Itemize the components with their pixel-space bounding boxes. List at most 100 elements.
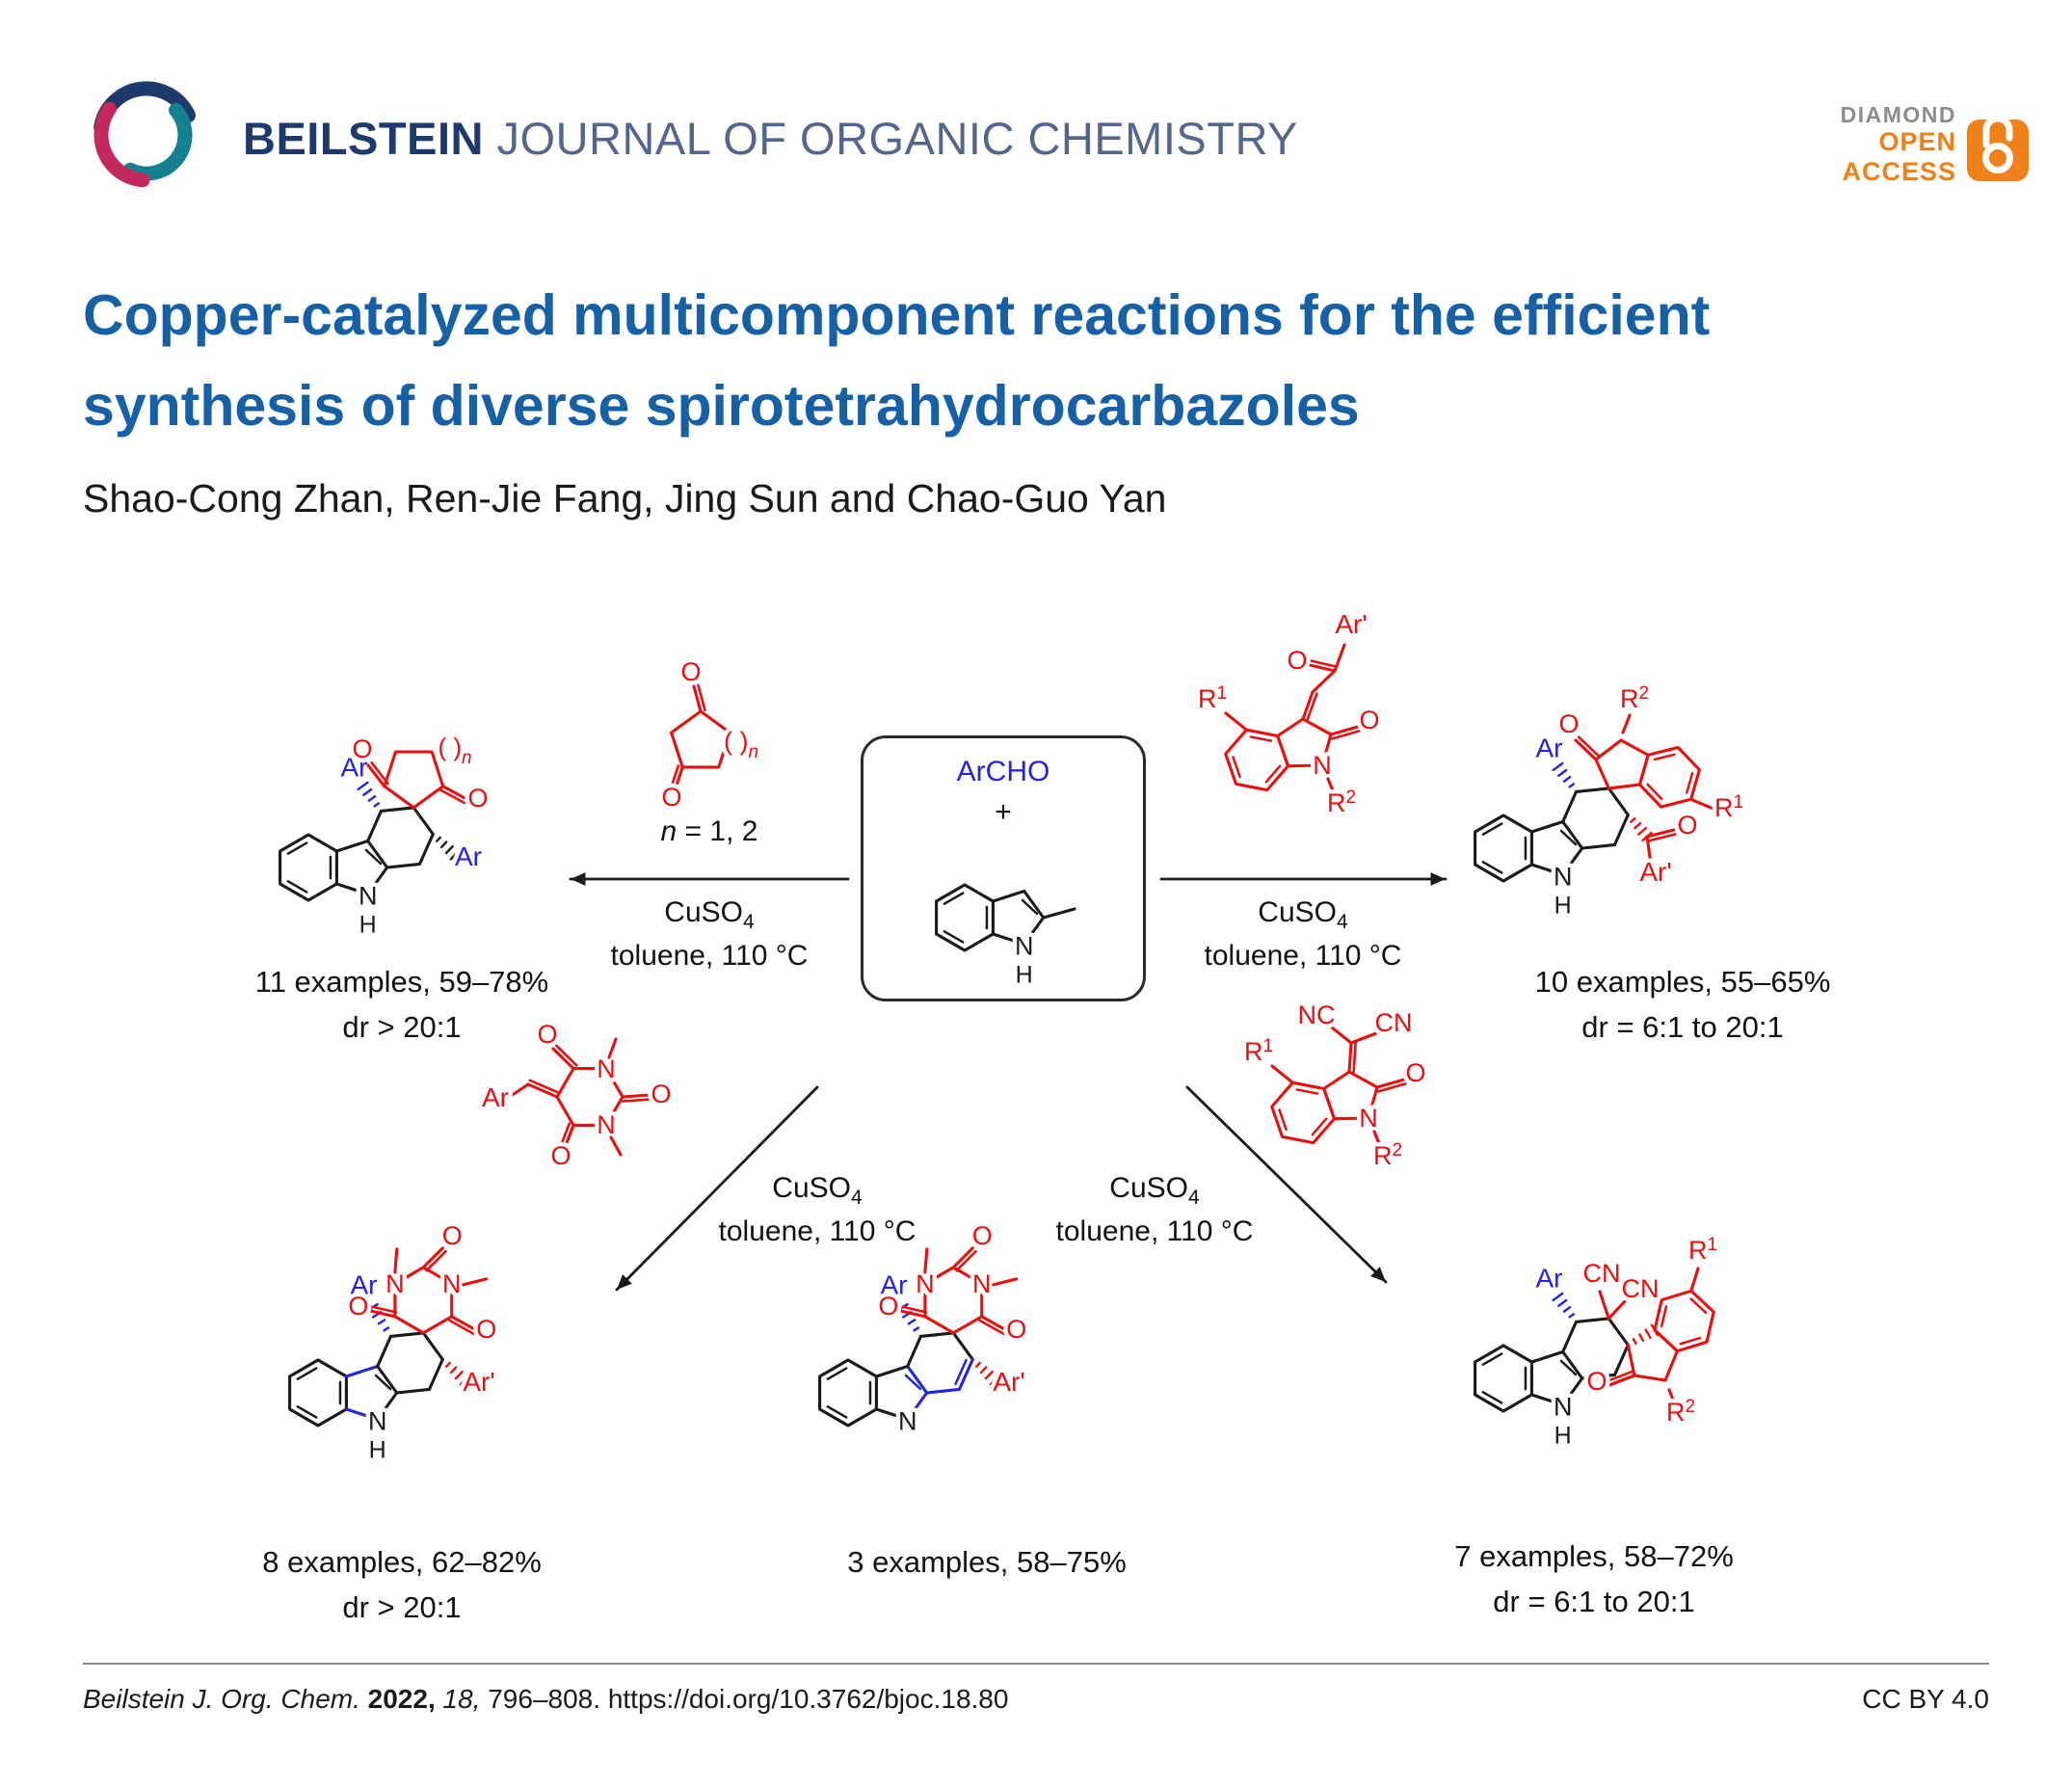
r2-label: R2 <box>1373 1140 1402 1170</box>
r1-label: R1 <box>1244 1036 1273 1066</box>
oxygen-label: O <box>1558 709 1579 738</box>
ring-nitrogen: N <box>1554 1393 1573 1422</box>
caption-right-product: 10 examples, 55–65% dr = 6:1 to 20:1 <box>1535 960 1831 1050</box>
r2-label: R2 <box>1666 1397 1695 1427</box>
oxygen-label: O <box>1359 706 1379 734</box>
oxygen-label: O <box>680 657 701 686</box>
ring-nitrogen: N <box>1554 863 1573 892</box>
solvent-label: toluene, 110 °C <box>1055 1215 1254 1248</box>
ring-size-label: ( )n <box>724 727 758 762</box>
r2-label: R2 <box>1620 683 1649 713</box>
oxygen-label: O <box>1677 811 1697 840</box>
r2-label: R2 <box>1327 787 1356 817</box>
catalyst-label: CuSO4 <box>1109 1172 1200 1209</box>
oxygen-label: O <box>1006 1315 1026 1344</box>
caption-left-product: 11 examples, 59–78% dr > 20:1 <box>255 960 548 1050</box>
open-access-icon <box>1967 115 2029 181</box>
oxygen-label: O <box>1359 706 1379 734</box>
reactant-box <box>861 735 1146 1001</box>
reaction-arrow <box>615 1085 819 1292</box>
r1-label: R1 <box>1714 792 1743 822</box>
ring-size-label: ( )n <box>438 733 471 768</box>
nh-hydrogen: H <box>369 1437 386 1464</box>
ar-prime-label: Ar' <box>1335 609 1367 639</box>
ring-nitrogen: N <box>597 1110 616 1139</box>
ring-nitrogen: N <box>597 1110 616 1139</box>
n-values: = 1, 2 <box>677 815 758 847</box>
ar-prime-label: Ar' <box>463 1367 494 1397</box>
ar-label: Ar <box>455 841 482 871</box>
citation-volume: 18, <box>442 1684 481 1714</box>
oxygen-label: O <box>537 1020 557 1049</box>
ar-label: Ar <box>1536 1263 1563 1293</box>
ar-prime-label: Ar' <box>463 1367 494 1397</box>
nh-hydrogen: H <box>359 912 377 939</box>
ring-nitrogen: N <box>368 1407 387 1436</box>
oxygen-label: O <box>1586 1367 1607 1396</box>
ring-nitrogen: N <box>442 1269 462 1298</box>
ring-nitrogen: N <box>1015 932 1034 961</box>
ar-prime-label: Ar' <box>1639 857 1671 887</box>
ar-label: Ar <box>1536 1263 1563 1293</box>
ar-label: Ar <box>455 841 482 871</box>
badge-open-label: OPEN <box>1878 127 1956 157</box>
ring-size-label: ( )n <box>438 733 471 768</box>
ring-nitrogen: N <box>972 1269 992 1298</box>
oxygen-label: O <box>1405 1058 1425 1087</box>
authors-line: Shao-Cong Zhan, Ren-Jie Fang, Jing Sun a… <box>83 476 1167 520</box>
solvent-label: toluene, 110 °C <box>610 940 809 973</box>
nh-hydrogen: H <box>1016 962 1033 989</box>
oxygen-label: O <box>878 1292 898 1321</box>
oxygen-label: O <box>1287 646 1307 675</box>
oxygen-label: O <box>972 1221 993 1250</box>
cn-label: CN <box>1375 1008 1413 1037</box>
cn-label: CN <box>1583 1259 1621 1288</box>
journal-name-bold: BEILSTEIN <box>243 113 484 164</box>
ar-label: Ar <box>881 1269 908 1299</box>
badge-diamond-label: DIAMOND <box>1840 102 1956 127</box>
solvent-label: toluene, 110 °C <box>718 1215 916 1248</box>
citation: Beilstein J. Org. Chem. 2022, 18, 796–80… <box>83 1684 1008 1715</box>
caption-examples: 11 examples, 59–78% <box>254 965 549 999</box>
oxygen-label: O <box>878 1292 898 1321</box>
ring-nitrogen: N <box>898 1407 917 1436</box>
cn-label: CN <box>1375 1008 1413 1037</box>
oxygen-label: O <box>661 783 681 812</box>
footer-divider <box>83 1663 1989 1665</box>
oxygen-label: O <box>550 1141 571 1170</box>
r1-label: R1 <box>1688 1235 1717 1265</box>
oxygen-label: O <box>442 1221 463 1250</box>
paper-title-line1: Copper-catalyzed multicomponent reaction… <box>83 283 1711 347</box>
oxygen-label: O <box>1287 646 1307 675</box>
oxygen-label: O <box>476 1315 496 1344</box>
r1-label: R1 <box>1714 792 1743 822</box>
reaction-arrow <box>1185 1085 1388 1284</box>
oxygen-label: O <box>467 784 488 813</box>
nh-hydrogen: H <box>1554 1423 1572 1450</box>
license-label: CC BY 4.0 <box>1862 1684 1989 1714</box>
ring-nitrogen: N <box>1554 863 1573 892</box>
doi-link[interactable]: https://doi.org/10.3762/bjoc.18.80 <box>607 1684 1009 1714</box>
n-equals-label: n = 1, 2 <box>661 815 758 848</box>
ring-size-label: ( )n <box>724 727 758 762</box>
oxygen-label: O <box>1006 1315 1026 1344</box>
ar-label: Ar <box>351 1269 378 1299</box>
ring-nitrogen: N <box>442 1269 462 1298</box>
ring-nitrogen: N <box>1313 751 1332 780</box>
ar-label: Ar <box>1536 733 1563 762</box>
ring-nitrogen: N <box>1359 1104 1378 1133</box>
caption-examples: 7 examples, 58–72% <box>1454 1539 1734 1573</box>
catalyst-label: CuSO4 <box>1258 896 1348 933</box>
conditions-right: CuSO4 toluene, 110 °C <box>1205 893 1402 976</box>
ring-nitrogen: N <box>1554 1393 1573 1422</box>
ring-nitrogen: N <box>1359 1104 1378 1133</box>
oxygen-label: O <box>537 1020 557 1049</box>
ring-nitrogen: N <box>898 1407 917 1436</box>
reaction-arrow <box>569 872 850 886</box>
